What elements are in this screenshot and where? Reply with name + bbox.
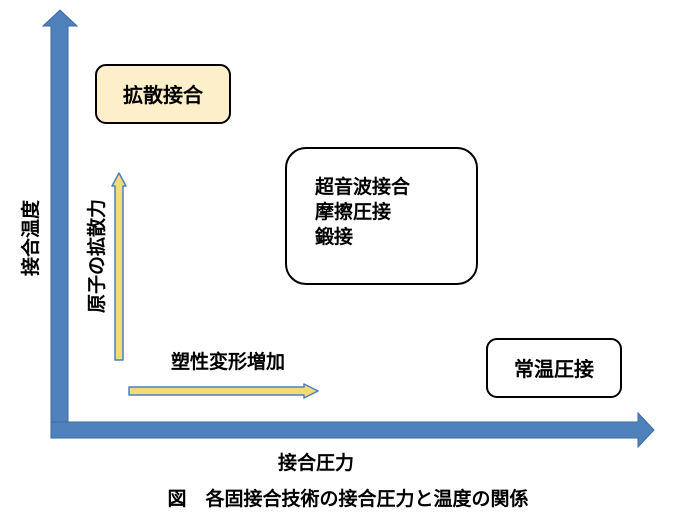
x-axis-label: 接合圧力 — [278, 451, 354, 474]
mixed-methods-box — [285, 147, 478, 285]
method-friction-label: 摩擦圧接 — [315, 200, 391, 223]
method-ultrasonic-label: 超音波接合 — [314, 175, 411, 198]
figure-caption: 図 各固接合技術の接合圧力と温度の関係 — [167, 487, 528, 510]
room-temp-welding-label: 常温圧接 — [514, 357, 594, 381]
deformation-arrow — [128, 383, 319, 399]
diffusion-bonding-label: 拡散接合 — [123, 83, 204, 107]
x-axis-arrow — [50, 411, 655, 449]
diffusion-arrow-label: 原子の拡散力 — [85, 199, 108, 313]
y-axis-label: 接合温度 — [19, 199, 42, 276]
room-temp-welding-box — [486, 338, 622, 398]
method-forge-label: 鍛接 — [315, 225, 353, 248]
diffusion-arrow — [111, 172, 127, 361]
diffusion-bonding-box — [95, 64, 231, 124]
deformation-arrow-label: 塑性変形増加 — [171, 350, 285, 373]
y-axis-arrow — [41, 9, 79, 439]
